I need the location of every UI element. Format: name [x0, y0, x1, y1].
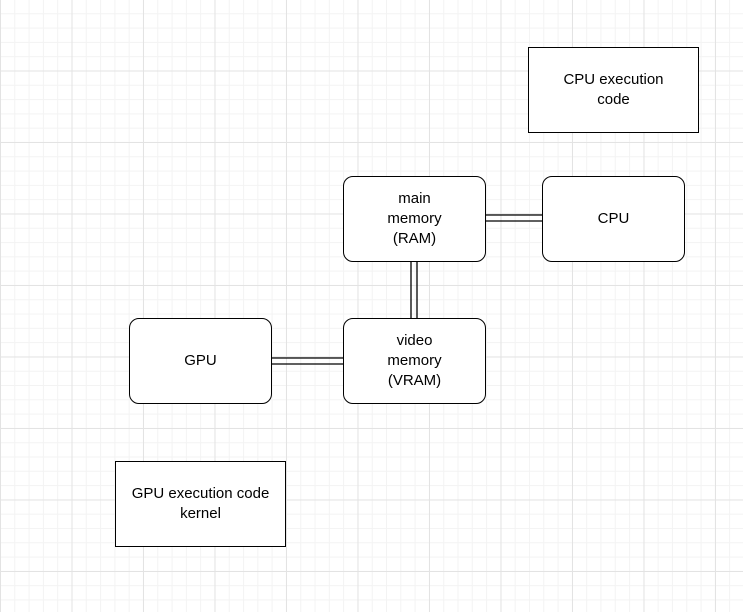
cpu-node[interactable]: CPU [542, 176, 685, 262]
main-memory-node[interactable]: main memory (RAM) [343, 176, 486, 262]
gpu-execution-code-label: GPU execution code kernel [131, 485, 270, 522]
gpu-node[interactable]: GPU [129, 318, 272, 404]
edge-ram-vram [410, 261, 418, 319]
gpu-label: GPU [184, 352, 217, 369]
cpu-execution-code-label: CPU execution code [563, 71, 664, 108]
main-memory-label: main memory (RAM) [387, 190, 442, 247]
edge-ram-cpu [485, 214, 542, 222]
edge-gpu-vram [271, 357, 343, 365]
video-memory-label: video memory (VRAM) [387, 332, 442, 389]
video-memory-node[interactable]: video memory (VRAM) [343, 318, 486, 404]
cpu-execution-code-box[interactable]: CPU execution code [528, 47, 699, 133]
gpu-execution-code-box[interactable]: GPU execution code kernel [115, 461, 286, 547]
cpu-label: CPU [597, 210, 630, 227]
